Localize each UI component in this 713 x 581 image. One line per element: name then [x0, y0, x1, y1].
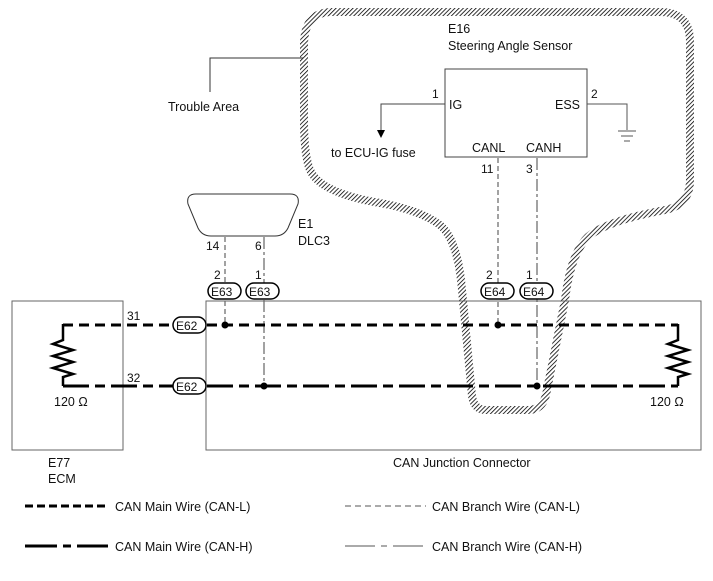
dlc3-name: DLC3	[298, 234, 330, 248]
e64-right-connector	[519, 282, 554, 300]
junction-resistor	[663, 324, 693, 386]
ecm-box	[11, 300, 124, 451]
dlc3-code: E1	[298, 217, 313, 231]
legend-label-branch-canh: CAN Branch Wire (CAN-H)	[432, 540, 582, 554]
canh-pin-label: CANH	[526, 141, 561, 155]
e64-left-connector	[480, 282, 515, 300]
e64-right-label: E64	[523, 285, 545, 299]
junction-dot	[221, 321, 229, 329]
ecm-code: E77	[48, 456, 70, 470]
ecm-name: ECM	[48, 472, 76, 486]
steering-sensor-box	[444, 68, 588, 158]
e64-right-pin: 1	[526, 268, 533, 282]
legend-label-main-canl: CAN Main Wire (CAN-L)	[115, 500, 250, 514]
canh-pin-number: 3	[526, 162, 533, 176]
e63-right-connector	[245, 282, 280, 300]
junction-dot	[533, 382, 541, 390]
junction-resistor-value: 120 Ω	[650, 395, 684, 409]
e62-bottom-label: E62	[176, 380, 198, 394]
e62-top-label: E62	[176, 319, 198, 333]
dlc3-pin-canl: 14	[206, 239, 220, 253]
dlc3-pin-canh: 6	[255, 239, 262, 253]
legend-label-main-canh: CAN Main Wire (CAN-H)	[115, 540, 253, 554]
e63-left-connector	[207, 282, 242, 300]
e63-left-label: E63	[211, 285, 233, 299]
steering-sensor-code: E16	[448, 22, 470, 36]
dlc3-connector-shape	[187, 193, 299, 237]
trouble-area-label: Trouble Area	[168, 100, 239, 114]
canl-pin-number: 11	[481, 162, 494, 176]
junction-dot	[260, 382, 268, 390]
arrow-down-icon	[377, 130, 385, 138]
ecm-resistor	[48, 324, 78, 386]
e62-top-connector	[172, 316, 207, 334]
ig-pin-number: 1	[432, 87, 439, 101]
legend: CAN Main Wire (CAN-L) CAN Branch Wire (C…	[25, 500, 582, 554]
legend-label-branch-canl: CAN Branch Wire (CAN-L)	[432, 500, 580, 514]
e63-right-label: E63	[249, 285, 271, 299]
junction-connector-box	[205, 300, 702, 451]
e62-bottom-pin: 32	[127, 371, 141, 385]
ig-pin-label: IG	[449, 98, 462, 112]
e64-left-pin: 2	[486, 268, 493, 282]
junction-connector-name: CAN Junction Connector	[393, 456, 531, 470]
e64-left-label: E64	[484, 285, 506, 299]
trouble-area-leader	[209, 57, 303, 92]
e62-top-pin: 31	[127, 309, 141, 323]
ess-pin-label: ESS	[555, 98, 580, 112]
ess-wire	[587, 103, 628, 130]
e63-left-pin: 2	[214, 268, 221, 282]
canl-pin-label: CANL	[472, 141, 505, 155]
e63-right-pin: 1	[255, 268, 262, 282]
ess-pin-number: 2	[591, 87, 598, 101]
trouble-area-outline	[300, 8, 694, 414]
e62-bottom-connector	[172, 377, 207, 395]
steering-sensor-name: Steering Angle Sensor	[448, 39, 572, 53]
junction-dot	[494, 321, 502, 329]
ig-wire	[380, 103, 445, 130]
ig-destination: to ECU-IG fuse	[331, 146, 416, 160]
ground-icon	[618, 130, 636, 142]
ecm-resistor-value: 120 Ω	[54, 395, 88, 409]
